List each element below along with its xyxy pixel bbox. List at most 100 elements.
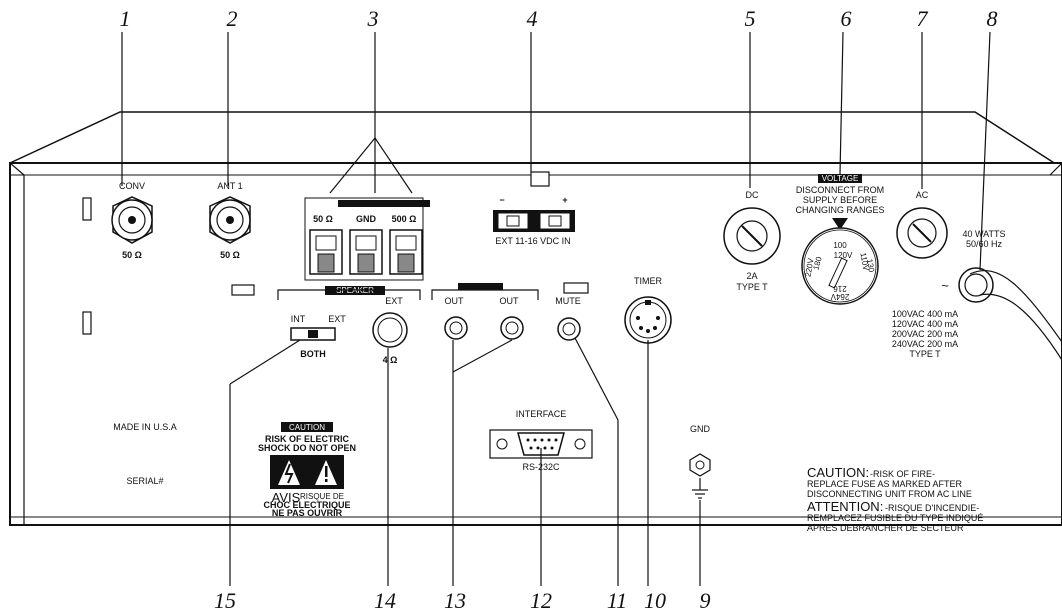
terminal-500[interactable] xyxy=(389,229,423,275)
voltage-264: 264V xyxy=(830,292,849,301)
ac-symbol-icon: ~ xyxy=(941,278,949,293)
speaker-int-label: INT xyxy=(291,314,306,324)
timer-label: TIMER xyxy=(634,276,662,286)
callout-1: 1 xyxy=(120,6,131,31)
svg-text:RISQUE DE: RISQUE DE xyxy=(300,492,344,501)
ext-speaker-jack[interactable] xyxy=(372,312,408,348)
ac-rating-type: TYPE T xyxy=(909,349,941,359)
gnd-post-label: GND xyxy=(690,424,711,434)
callout-14: 14 xyxy=(374,588,396,613)
ground-symbol-icon xyxy=(692,478,708,499)
audio-out-1-label: OUT xyxy=(445,296,465,306)
voltage-120: 120V xyxy=(834,251,853,260)
terminal-50-label: 50 Ω xyxy=(313,214,333,224)
ac-rating-200: 200VAC 200 mA xyxy=(892,329,958,339)
ext-dc-terminal[interactable] xyxy=(493,210,575,232)
callout-11: 11 xyxy=(607,588,627,613)
callout-8: 8 xyxy=(987,6,998,31)
audio-out-1-jack[interactable] xyxy=(444,316,468,340)
attention-line-2: REMPLACEZ FUSIBLE DU TYPE INDIQUÉ xyxy=(807,513,983,523)
callout-10: 10 xyxy=(644,588,666,613)
svg-text:CHOC ELECTRIQUE: CHOC ELECTRIQUE xyxy=(263,500,350,510)
terminal-50[interactable] xyxy=(309,229,343,275)
attention-line-3: APRES DEBRANCHER DE SECTEUR xyxy=(807,523,964,533)
serial-label: SERIAL# xyxy=(126,476,163,486)
ant1-impedance: 50 Ω xyxy=(220,250,240,260)
dc-fuse-label: DC xyxy=(746,190,759,200)
voltage-warning-2: SUPPLY BEFORE xyxy=(803,195,877,205)
voltage-pointer-icon xyxy=(832,218,848,230)
ext-speaker-jack-label: EXT xyxy=(385,296,403,306)
voltage-header-bar xyxy=(818,174,862,183)
svg-text:CAUTION: CAUTION xyxy=(289,423,325,432)
ext-dc-minus: − xyxy=(499,195,504,205)
svg-text:SHOCK DO NOT OPEN: SHOCK DO NOT OPEN xyxy=(258,443,356,453)
callout-2: 2 xyxy=(227,6,238,31)
timer-din-connector[interactable] xyxy=(624,296,672,344)
conv-impedance: 50 Ω xyxy=(122,250,142,260)
ground-post[interactable] xyxy=(689,453,711,477)
speaker-ext-label: EXT xyxy=(328,314,346,324)
mute-label: MUTE xyxy=(555,296,581,306)
ant1-connector[interactable] xyxy=(209,196,251,244)
svg-text:NE PAS OUVRIR: NE PAS OUVRIR xyxy=(272,508,343,518)
voltage-selector[interactable] xyxy=(801,227,879,305)
conv-label: CONV xyxy=(119,181,145,191)
vent-slot xyxy=(82,197,92,221)
voltage-100: 100 xyxy=(833,241,847,250)
shock-caution-label: CAUTION RISK OF ELECTRIC SHOCK DO NOT OP… xyxy=(258,422,356,518)
voltage-warning-3: CHANGING RANGES xyxy=(795,205,884,215)
callout-3: 3 xyxy=(367,6,379,31)
voltage-130: 130 xyxy=(865,258,876,273)
voltage-220: 220V xyxy=(803,257,815,278)
ext-dc-label: EXT 11-16 VDC IN xyxy=(495,236,570,246)
ac-fuse-label: AC xyxy=(916,190,929,200)
ac-fuse-holder[interactable] xyxy=(896,207,948,259)
voltage-216: 216 xyxy=(833,284,847,293)
audio-out-2-jack[interactable] xyxy=(500,316,524,340)
ac-power-cord xyxy=(958,267,1062,361)
ac-rating-120: 120VAC 400 mA xyxy=(892,319,958,329)
mute-indicator xyxy=(563,282,589,294)
terminal-header-bar xyxy=(338,200,430,207)
ant1-label: ANT 1 xyxy=(217,181,242,191)
speaker-both-label: BOTH xyxy=(300,349,326,359)
speaker-select-switch[interactable] xyxy=(290,327,336,341)
dc-fuse-holder[interactable] xyxy=(723,207,781,265)
rs232-port[interactable] xyxy=(489,429,593,459)
mute-jack[interactable] xyxy=(557,317,581,341)
fire-caution-line-3: DISCONNECTING UNIT FROM AC LINE xyxy=(807,489,972,499)
callout-4: 4 xyxy=(527,6,538,31)
callout-9: 9 xyxy=(700,588,711,613)
svg-text:RISK OF ELECTRIC: RISK OF ELECTRIC xyxy=(265,434,350,444)
fire-caution-line-1: -RISK OF FIRE- xyxy=(870,469,935,479)
voltage-header: VOLTAGE xyxy=(822,174,859,183)
attention-title: ATTENTION: xyxy=(807,499,883,514)
callout-12: 12 xyxy=(530,588,552,613)
fire-caution-title: CAUTION: xyxy=(807,465,869,480)
indicator-window xyxy=(231,284,255,296)
ac-rating-240: 240VAC 200 mA xyxy=(892,339,958,349)
callout-15: 15 xyxy=(214,588,236,613)
power-rating-hz: 50/60 Hz xyxy=(966,239,1003,249)
voltage-110: 110V xyxy=(858,252,870,272)
interface-label: INTERFACE xyxy=(516,409,567,419)
callout-5: 5 xyxy=(745,6,756,31)
terminal-gnd[interactable] xyxy=(349,229,383,275)
top-tab xyxy=(530,171,550,187)
conv-connector[interactable] xyxy=(111,196,153,244)
vent-slot xyxy=(82,311,92,335)
ac-rating-100: 100VAC 400 mA xyxy=(892,309,958,319)
made-in-label: MADE IN U.S.A xyxy=(113,422,177,432)
power-rating-watts: 40 WATTS xyxy=(962,229,1005,239)
fire-caution-line-2: REPLACE FUSE AS MARKED AFTER xyxy=(807,479,963,489)
audio-out-header-bar xyxy=(458,283,503,290)
voltage-warning-1: DISCONNECT FROM xyxy=(796,185,884,195)
terminal-gnd-label: GND xyxy=(356,214,377,224)
ext-dc-plus: + xyxy=(562,195,567,205)
callout-7: 7 xyxy=(917,6,929,31)
avis-label: AVIS xyxy=(272,490,301,505)
dc-fuse-rating: 2A xyxy=(746,271,757,281)
voltage-180: 180 xyxy=(812,255,824,271)
attention-line-1: -RISQUE D'INCENDIE- xyxy=(885,503,979,513)
